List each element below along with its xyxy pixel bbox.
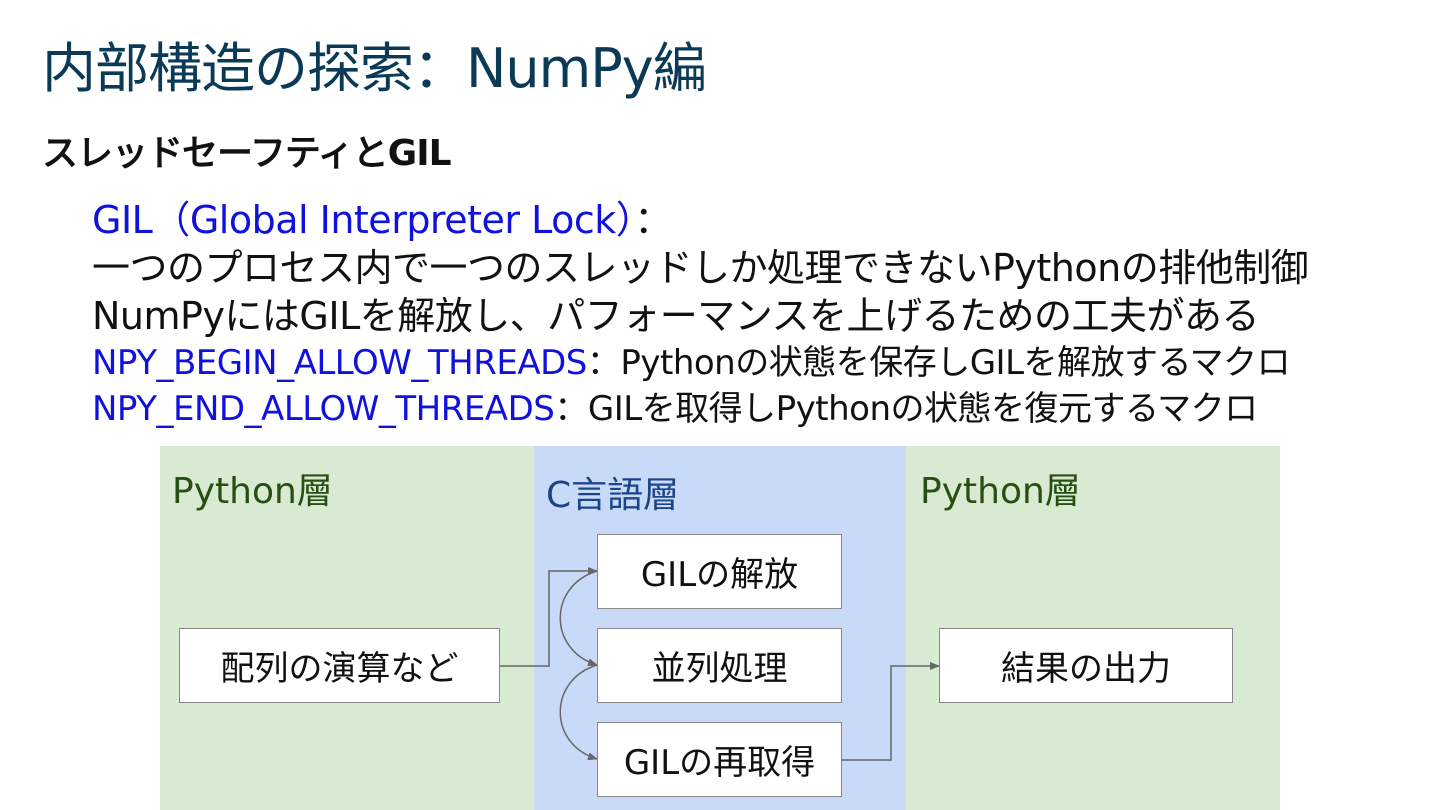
numpy-gil-note: NumPyにはGILを解放し、パフォーマンスを上げるための工夫がある [92,294,1260,338]
result-output-box: 結果の出力 [939,628,1233,703]
slide-subtitle: スレッドセーフティとGIL [42,133,452,174]
python-layer-label-right: Python層 [920,471,1081,512]
python-layer-label-left: Python層 [172,471,333,512]
array-operation-box: 配列の演算など [179,628,500,703]
gil-reacquire-box: GILの再取得 [597,722,842,797]
arrow-release-to-parallel [559,570,598,667]
parallel-processing-box: 並列処理 [597,628,842,703]
c-layer-label: C言語層 [546,475,680,516]
slide-title: 内部構造の探索：NumPy編 [42,37,707,100]
arrow-input-to-release [500,567,598,667]
gil-description: 一つのプロセス内で一つのスレッドしか処理できないPythonの排他制御 [92,246,1309,290]
macro-end-desc: ：GILを取得しPythonの状態を復元するマクロ [554,389,1258,429]
gil-definition-heading: GIL（Global Interpreter Lock）： [92,196,1422,244]
macro-begin-name: NPY_BEGIN_ALLOW_THREADS [92,343,587,383]
arrow-parallel-to-reacquire [559,664,598,761]
macro-begin: NPY_BEGIN_ALLOW_THREADS：Pythonの状態を保存しGIL… [92,340,1422,386]
macro-end: NPY_END_ALLOW_THREADS：GILを取得しPythonの状態を復… [92,386,1422,432]
arrow-reacquire-to-output [842,662,940,761]
gil-colon: ： [634,198,672,242]
gil-release-box: GILの解放 [597,534,842,609]
body-text: GIL（Global Interpreter Lock）： 一つのプロセス内で一… [92,196,1422,432]
macro-end-name: NPY_END_ALLOW_THREADS [92,389,555,429]
macro-begin-desc: ：Pythonの状態を保存しGILを解放するマクロ [586,343,1291,383]
gil-term: GIL（Global Interpreter Lock） [92,198,635,242]
